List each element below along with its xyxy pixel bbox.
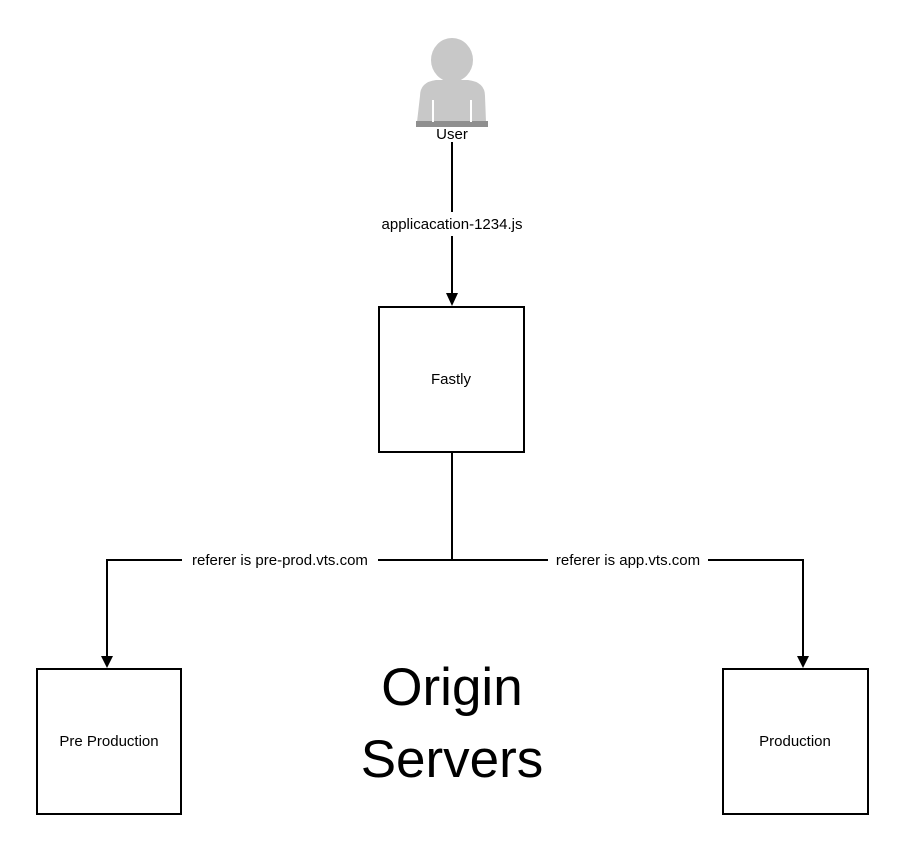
- pre-production-arrowhead: [101, 656, 113, 668]
- pre-production-branch-line: [106, 559, 452, 660]
- user-to-fastly-label: applicacation-1234.js: [382, 216, 523, 233]
- production-arrowhead: [797, 656, 809, 668]
- user-icon: [416, 38, 488, 127]
- production-branch-line: [452, 559, 804, 660]
- pre-production-node: [36, 668, 182, 815]
- origin-servers-title-line1: Origin: [381, 658, 522, 717]
- pre-production-label-bg: [182, 549, 378, 571]
- user-to-fastly-label-bg: [372, 212, 532, 236]
- pre-production-edge-label: referer is pre-prod.vts.com: [192, 552, 368, 569]
- production-node: [722, 668, 869, 815]
- user-to-fastly-arrowhead: [446, 293, 458, 306]
- fastly-node-label: Fastly: [431, 371, 472, 388]
- user-label: User: [436, 126, 468, 143]
- production-node-label: Production: [759, 733, 831, 750]
- pre-production-node-label: Pre Production: [59, 733, 158, 750]
- production-edge-label: referer is app.vts.com: [556, 552, 700, 569]
- origin-servers-title-line2: Servers: [361, 730, 544, 789]
- production-label-bg: [548, 549, 708, 571]
